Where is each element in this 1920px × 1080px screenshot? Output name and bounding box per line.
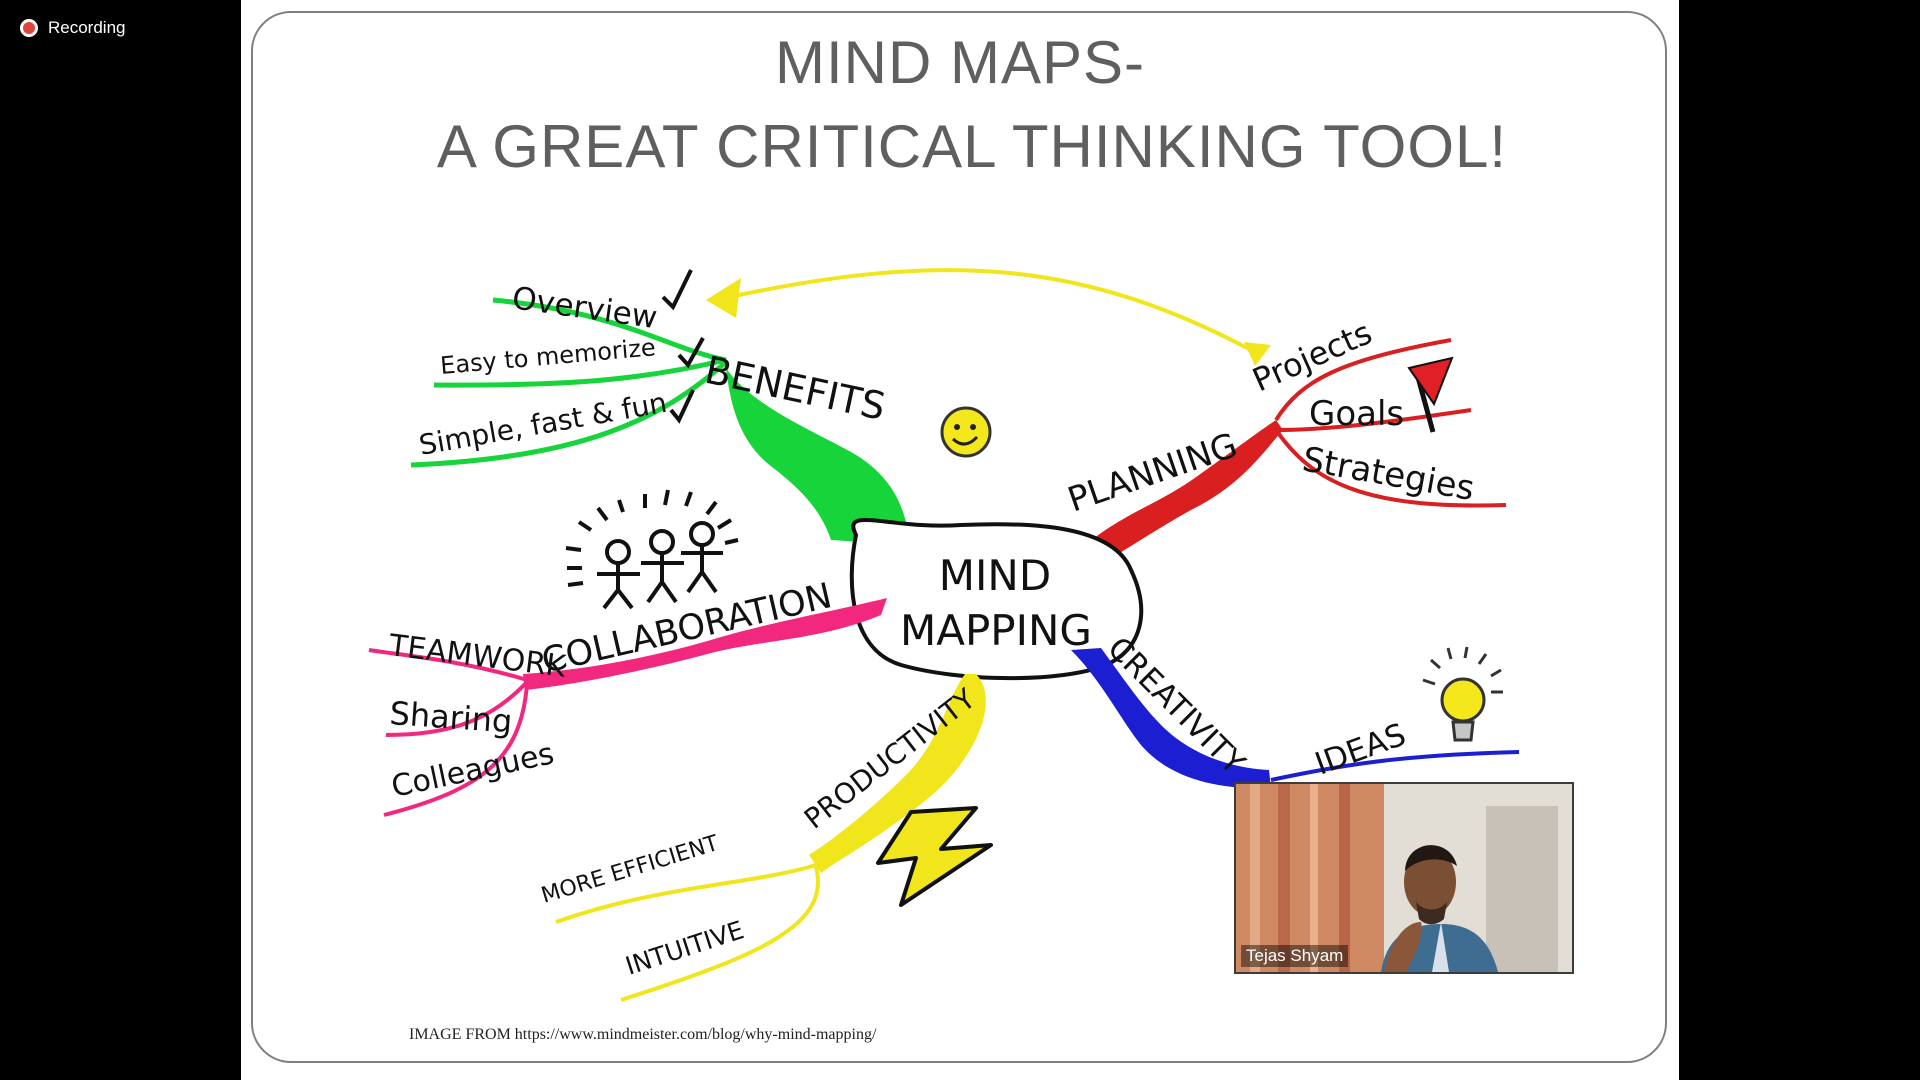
overview-label: Overview bbox=[510, 280, 660, 336]
center-bubble bbox=[849, 517, 1144, 681]
checkmark-icon bbox=[669, 389, 695, 424]
participant-video-tile[interactable]: Tejas Shyam bbox=[1234, 782, 1574, 974]
slide-title-line2: A GREAT CRITICAL THINKING TOOL! bbox=[436, 113, 1508, 180]
slide-frame bbox=[251, 11, 1667, 1063]
center-label-line2: MAPPING bbox=[900, 606, 1092, 655]
teamwork-branch-line bbox=[368, 648, 528, 682]
recording-indicator[interactable]: Recording bbox=[20, 18, 126, 38]
connector-arrow-line bbox=[715, 268, 1252, 352]
slide-title-line1: MIND MAPS- bbox=[775, 29, 1145, 96]
benefits-label: BENEFITS bbox=[701, 348, 889, 429]
productivity-branch bbox=[809, 674, 986, 873]
goals-label: Goals bbox=[1309, 394, 1404, 434]
overview-branch-line bbox=[492, 297, 727, 363]
easy-to-memorize-label: Easy to memorize bbox=[439, 333, 657, 380]
flag-icon bbox=[1407, 356, 1454, 433]
participant-name-label: Tejas Shyam bbox=[1241, 945, 1349, 967]
strategies-branch-line bbox=[1274, 428, 1507, 508]
arrow-head-right bbox=[1244, 342, 1271, 366]
checkmark-icon bbox=[677, 337, 705, 369]
checkmark-icon bbox=[661, 269, 693, 311]
ideas-branch-line bbox=[1270, 750, 1520, 782]
teamwork-label: TEAMWORK bbox=[386, 628, 569, 685]
easy-branch-line bbox=[433, 357, 727, 388]
more-efficient-label: MORE EFFICIENT bbox=[538, 831, 722, 909]
creativity-branch bbox=[1071, 648, 1271, 789]
collaboration-branch bbox=[523, 598, 887, 690]
ideas-label: IDEAS bbox=[1310, 717, 1410, 783]
lightning-icon bbox=[876, 806, 993, 907]
simple-branch-line bbox=[410, 360, 728, 468]
mind-map-illustration: Overview Easy to memorize Simple, fast &… bbox=[368, 268, 1520, 1002]
goals-branch-line bbox=[1275, 408, 1472, 432]
shared-slide: MIND MAPS- A GREAT CRITICAL THINKING TOO… bbox=[241, 0, 1679, 1080]
source-prefix: IMAGE FROM bbox=[409, 1026, 511, 1043]
projects-label: Projects bbox=[1247, 313, 1378, 399]
record-icon bbox=[20, 19, 38, 37]
more-efficient-branch-line bbox=[555, 863, 817, 924]
colleagues-branch-line bbox=[383, 683, 529, 817]
sharing-label: Sharing bbox=[388, 694, 513, 740]
intuitive-label: INTUITIVE bbox=[622, 915, 748, 980]
image-source-credit: IMAGE FROM https://www.mindmeister.com/b… bbox=[409, 1026, 876, 1044]
benefits-branch bbox=[726, 368, 911, 545]
smiley-icon bbox=[940, 406, 992, 458]
arrow-head-left bbox=[706, 278, 741, 318]
sharing-branch-line bbox=[385, 680, 529, 737]
stick-figures-icon bbox=[565, 489, 739, 610]
center-label-line1: MIND bbox=[939, 551, 1051, 600]
recording-label: Recording bbox=[48, 18, 126, 37]
intuitive-branch-line bbox=[620, 866, 820, 1002]
planning-branch bbox=[1061, 420, 1283, 582]
lightbulb-icon bbox=[1422, 646, 1503, 742]
colleagues-label: Colleagues bbox=[388, 736, 557, 805]
participant-video-feed bbox=[1236, 784, 1572, 972]
projects-branch-line bbox=[1274, 338, 1452, 422]
source-url[interactable]: https://www.mindmeister.com/blog/why-min… bbox=[514, 1026, 877, 1043]
